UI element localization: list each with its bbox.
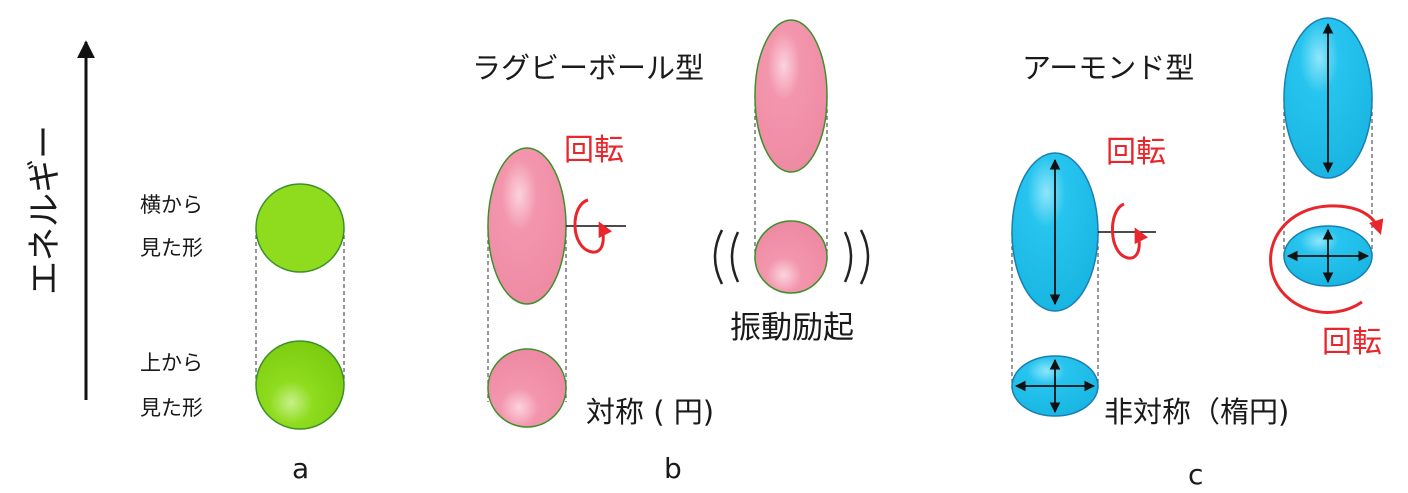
rotation-label-c-left: 回転 [1106, 135, 1166, 170]
panel-c: アーモンド型 回転 非対称（楕円) 回転 c [1011, 17, 1384, 491]
panel-b-letter: b [664, 452, 682, 485]
rugby-ball-side-view [487, 147, 567, 305]
rugby-ball-top-view [487, 348, 567, 428]
symmetric-label: 対称 ( 円) [586, 395, 714, 429]
top-view-label-2: 見た形 [140, 396, 203, 420]
vibrating-ball-top-view [754, 220, 828, 294]
panel-c-title: アーモンド型 [1022, 51, 1194, 85]
top-view-label-1: 上から [140, 351, 203, 375]
vibration-mark-left-inner [730, 231, 740, 283]
rotation-arrow-b [573, 198, 613, 254]
vibration-mark-left-outer [713, 229, 724, 285]
vibration-mark-right-inner [843, 231, 853, 283]
side-view-label-2: 見た形 [140, 236, 203, 260]
panel-b-title: ラグビーボール型 [472, 51, 704, 85]
rotation-arrow-c-right [1269, 204, 1384, 314]
sphere-side-view [255, 183, 345, 273]
vibration-label: 振動励起 [730, 310, 854, 346]
rotation-arrow-c-left [1111, 202, 1149, 260]
rotation-label-b: 回転 [564, 133, 624, 168]
panel-a-letter: a [292, 452, 309, 485]
energy-axis-label: エネルギー [25, 125, 65, 295]
elongated-ball-side-view [754, 19, 828, 173]
side-view-label-1: 横から [140, 193, 203, 217]
rotation-label-c-right: 回転 [1322, 325, 1382, 360]
panel-b: ラグビーボール型 回転 対称 ( 円) 振動励起 b [472, 19, 870, 485]
asymmetric-label: 非対称（楕円) [1104, 395, 1289, 429]
vibration-mark-right-outer [859, 229, 870, 285]
panel-a: 横から 見た形 上から 見た形 a [140, 183, 345, 485]
panel-c-letter: c [1188, 458, 1203, 491]
sphere-top-view [255, 340, 345, 430]
